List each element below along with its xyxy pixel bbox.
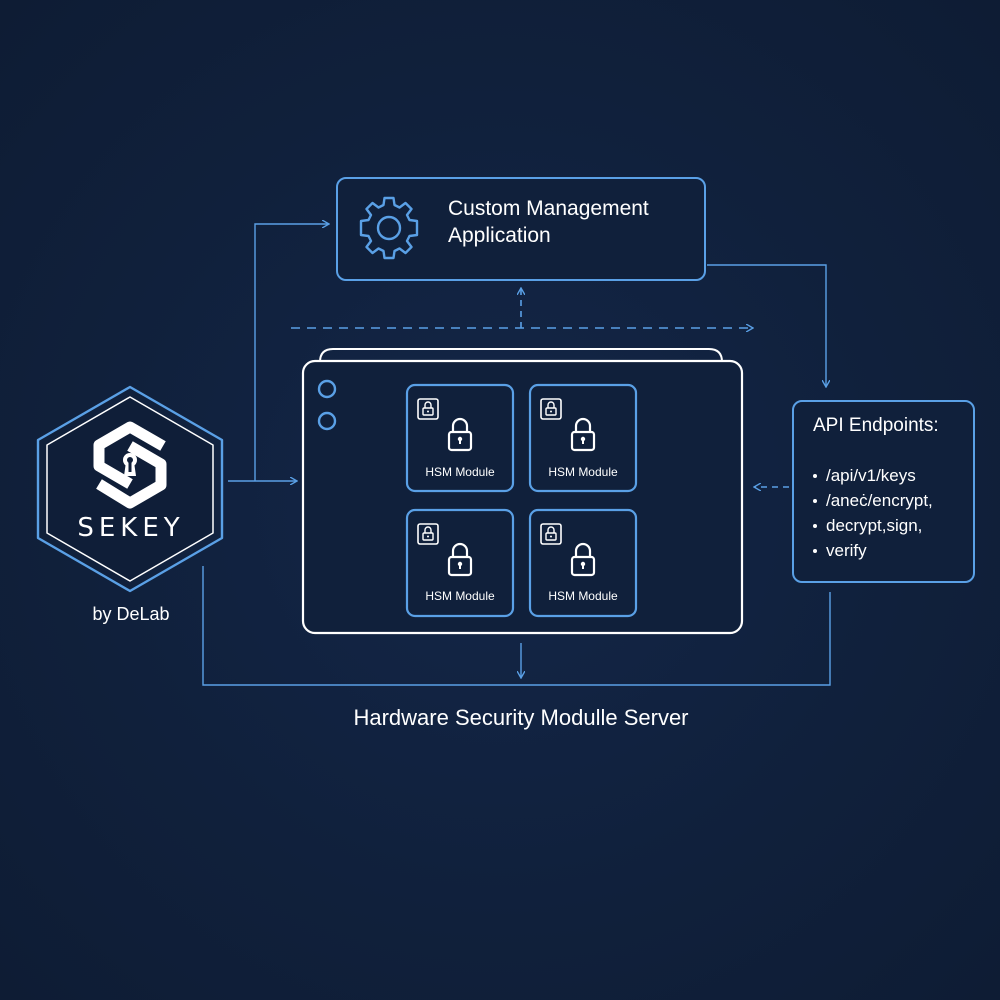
connector-brand-to-app <box>254 224 328 481</box>
api-title: API Endpoints: <box>813 415 939 436</box>
management-app-title-line1: Custom Management <box>448 197 649 220</box>
hsm-server[interactable]: HSM Module HSM Module HSM Module HSM Mod… <box>301 348 744 635</box>
api-bullet <box>813 524 817 528</box>
keyhole-s-logo <box>93 421 167 509</box>
connectors <box>202 224 831 686</box>
server-caption: Hardware Security Modulle Server <box>353 705 688 730</box>
api-endpoint-item: verify <box>826 541 867 560</box>
hsm-module[interactable]: HSM Module <box>405 383 515 493</box>
management-app-box[interactable]: Custom Management Application <box>336 177 706 281</box>
api-endpoint-item: decrypt,sign, <box>826 516 922 535</box>
brand-hexagon-inner <box>46 396 214 582</box>
api-bullet <box>813 499 817 503</box>
api-endpoint-item: /aneċ/encrypt, <box>826 491 933 510</box>
brand-block: SEKEY by DeLab <box>36 385 224 624</box>
hsm-module-label: HSM Module <box>425 465 495 479</box>
server-chassis <box>301 359 744 635</box>
server-led-1 <box>317 379 337 399</box>
server-back-panel <box>319 348 723 363</box>
brand-hexagon-outer <box>36 385 224 593</box>
api-endpoint-item: /api/v1/keys <box>826 466 916 485</box>
brand-byline: by DeLab <box>92 604 169 624</box>
connector-app-to-api <box>707 264 826 386</box>
server-led-2 <box>317 411 337 431</box>
api-bullet <box>813 549 817 553</box>
connector-bottom-bracket <box>202 566 831 686</box>
management-app-title-line2: Application <box>448 224 551 247</box>
hsm-module-label: HSM Module <box>548 465 618 479</box>
hsm-module-label: HSM Module <box>425 589 495 603</box>
hsm-module[interactable]: HSM Module <box>528 508 638 618</box>
api-bullet <box>813 474 817 478</box>
hsm-module[interactable]: HSM Module <box>528 383 638 493</box>
hsm-module[interactable]: HSM Module <box>405 508 515 618</box>
api-endpoints-box[interactable]: API Endpoints: /api/v1/keys /aneċ/encryp… <box>792 400 975 583</box>
hsm-module-label: HSM Module <box>548 589 618 603</box>
gear-icon <box>359 196 419 260</box>
brand-name: SEKEY <box>77 513 184 543</box>
